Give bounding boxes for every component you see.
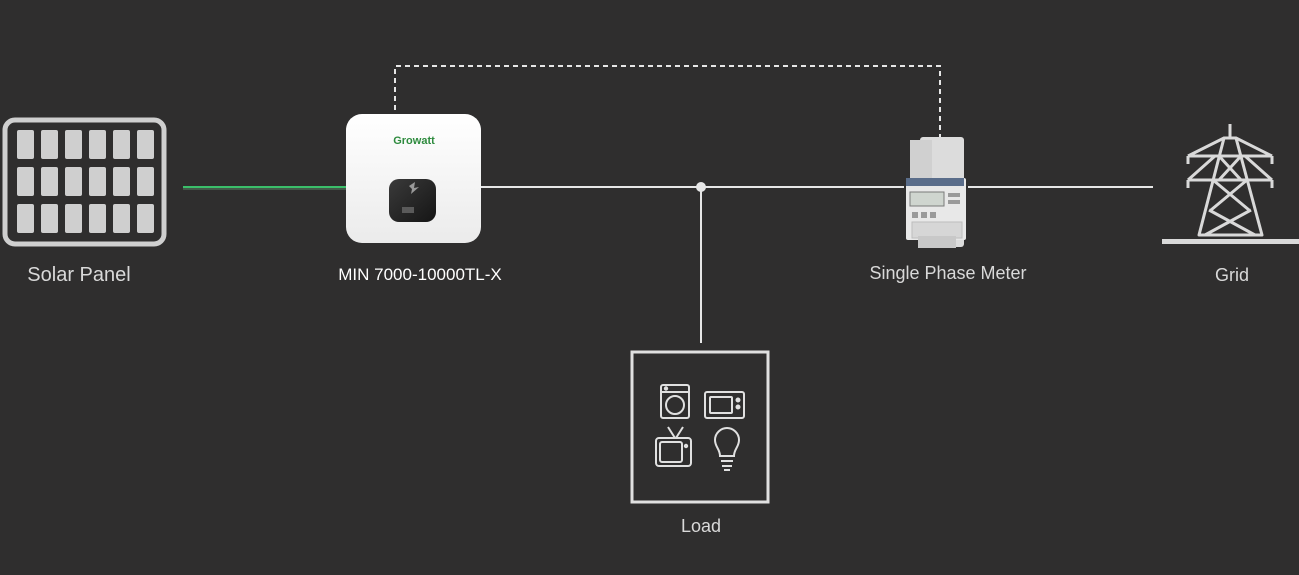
microwave-icon	[704, 391, 745, 419]
inverter-icon: Growatt	[346, 114, 481, 243]
load-box	[630, 350, 770, 504]
connections	[183, 65, 1153, 343]
inverter-brand: Growatt	[393, 135, 435, 147]
junction-dot	[696, 182, 706, 192]
inverter-display	[389, 179, 436, 222]
transmission-tower-icon	[1186, 124, 1274, 237]
washing-machine-icon	[660, 384, 690, 419]
communication-line	[394, 65, 941, 138]
solar-panel-label: Solar Panel	[27, 264, 131, 286]
ground-line	[1162, 239, 1299, 244]
meter-icon	[906, 137, 966, 248]
load-label: Load	[680, 516, 722, 536]
solar-panel-icon	[2, 117, 167, 247]
grid-label: Grid	[1214, 265, 1250, 285]
tv-icon	[655, 426, 692, 467]
inverter-label: MIN 7000-10000TL-X	[338, 265, 502, 284]
meter-label: Single Phase Meter	[869, 263, 1027, 283]
light-bulb-icon	[713, 426, 741, 471]
